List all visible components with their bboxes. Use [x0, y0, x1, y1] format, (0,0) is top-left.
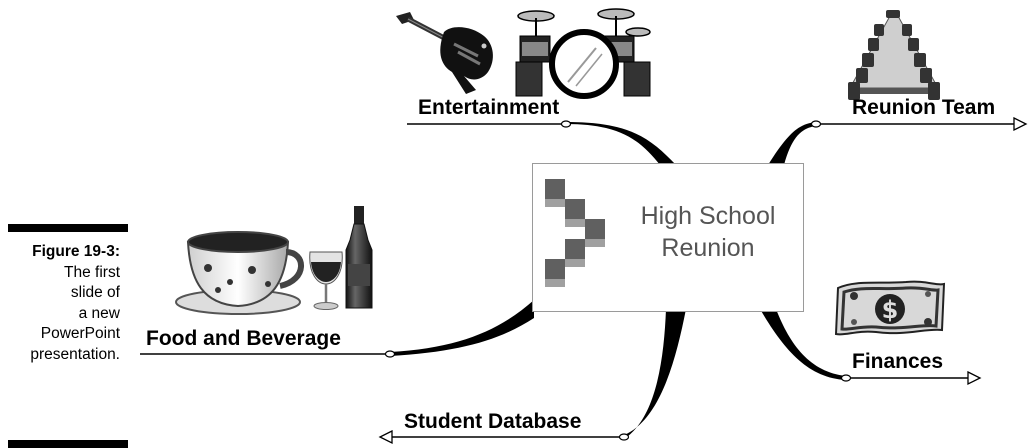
checkered-chevron-logo	[545, 179, 605, 287]
entertainment-connector	[407, 120, 676, 165]
topic-reunion-team[interactable]: Reunion Team	[852, 96, 996, 119]
central-topic-line: High School	[640, 202, 776, 230]
food-beverage-connector	[140, 300, 534, 358]
caption-line: The first	[64, 263, 120, 281]
dollar-bill-icon: $	[834, 280, 946, 336]
caption-line: PowerPoint	[40, 325, 120, 342]
student-database-connector	[378, 309, 686, 445]
caption-top-bar	[8, 224, 128, 232]
caption-bottom-bar	[8, 440, 128, 448]
caption-line: presentation.	[30, 345, 120, 363]
figure-caption: Figure 19-3: The first slide of a new Po…	[0, 242, 120, 365]
topic-entertainment[interactable]: Entertainment	[418, 96, 560, 119]
central-topic[interactable]: High School Reunion	[532, 163, 804, 312]
topic-student-database[interactable]: Student Database	[404, 410, 582, 433]
svg-text:$: $	[882, 296, 899, 324]
caption-line: a new	[78, 304, 120, 322]
topic-food-beverage[interactable]: Food and Beverage	[146, 327, 341, 350]
reunion-team-connector	[768, 116, 1028, 165]
conference-table-icon	[848, 10, 940, 100]
central-topic-line: Reunion	[661, 234, 755, 262]
finances-connector	[760, 309, 982, 386]
drum-kit-icon	[515, 8, 651, 99]
topic-finances[interactable]: Finances	[852, 350, 944, 373]
central-topic-title: High School Reunion	[613, 200, 803, 264]
caption-line: slide of	[70, 284, 120, 301]
coffee-cup-icon	[175, 231, 304, 315]
figure-label: Figure 19-3:	[32, 243, 120, 260]
wine-glass-icon	[309, 251, 343, 310]
guitar-icon	[396, 12, 493, 94]
wine-bottle-icon	[345, 206, 373, 309]
